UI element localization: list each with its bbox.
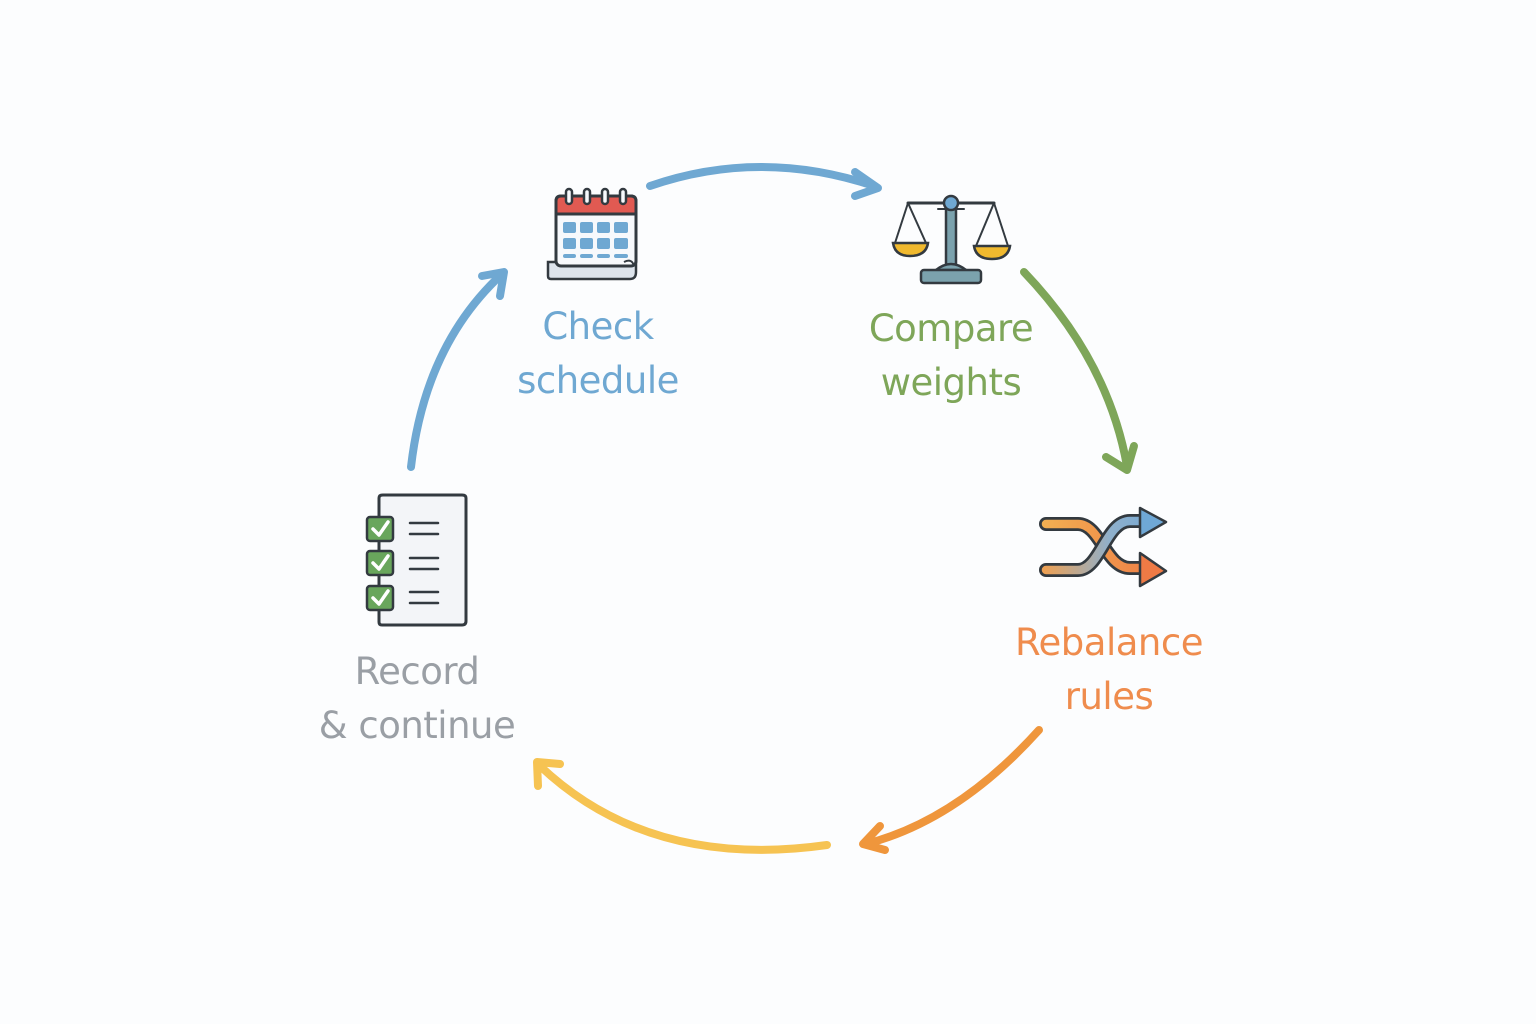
step-label-line: Rebalance — [1015, 621, 1203, 664]
arrow-record-to-check — [407, 268, 508, 471]
arrow-compare-to-rebalance — [1020, 268, 1138, 474]
step-label-compare-weights: Compare weights — [826, 302, 1076, 410]
checkbox-checked-icon — [365, 584, 395, 612]
checkbox-checked-icon — [365, 549, 395, 577]
checklist-icon — [365, 493, 468, 627]
checkbox-checked-icon — [365, 515, 395, 543]
step-label-check-schedule: Check schedule — [468, 300, 728, 408]
balance-scale-icon — [891, 194, 1012, 285]
shuffle-arrows-icon — [1039, 506, 1168, 588]
calendar-icon — [546, 187, 638, 281]
step-label-line: Record — [354, 650, 480, 693]
step-label-line: schedule — [517, 359, 679, 402]
arrow-rebalance-to-record — [533, 726, 1043, 854]
step-label-line: Compare — [868, 307, 1034, 350]
step-label-record-continue: Record & continue — [282, 645, 552, 753]
step-label-line: & continue — [318, 704, 516, 747]
step-label-line: weights — [880, 361, 1022, 404]
arrow-check-to-compare — [646, 163, 882, 200]
step-label-line: Check — [542, 305, 654, 348]
step-label-line: rules — [1064, 675, 1154, 718]
step-label-rebalance-rules: Rebalance rules — [984, 616, 1234, 724]
